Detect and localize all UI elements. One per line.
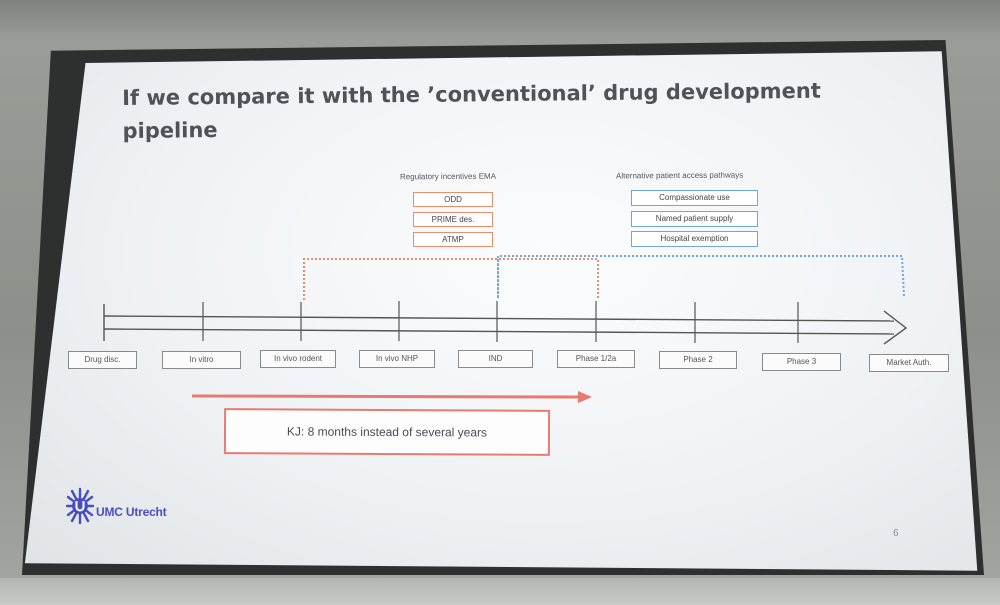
timeline-arrowhead — [883, 310, 908, 345]
stage-market-authorisation: Market Auth. — [869, 354, 949, 372]
page-number: 6 — [893, 528, 899, 539]
access-compassionate-use: Compassionate use — [631, 190, 758, 206]
regulatory-bracket — [303, 258, 599, 300]
access-hospital-exemption: Hospital exemption — [631, 231, 758, 247]
room-floor — [0, 578, 1000, 605]
stage-phase-3: Phase 3 — [762, 353, 841, 371]
progress-arrow-line — [191, 394, 579, 399]
room-ceiling — [0, 0, 1000, 40]
timeline-line-top — [103, 315, 895, 322]
incentive-atmp: ATMP — [413, 232, 493, 247]
progress-arrow-head — [578, 391, 592, 403]
umc-logo-text: UMC Utrecht — [96, 505, 167, 519]
stage-ind: IND — [458, 350, 533, 368]
timeline-line-bottom — [103, 328, 895, 335]
umc-logo-icon — [66, 487, 94, 525]
access-named-patient-supply: Named patient supply — [631, 211, 758, 227]
access-bracket — [497, 255, 905, 298]
stage-phase-1-2a: Phase 1/2a — [557, 350, 635, 368]
stage-in-vivo-rodent: In vivo rodent — [260, 350, 336, 368]
stage-in-vivo-nhp: In vivo NHP — [359, 350, 435, 368]
pipeline-diagram — [103, 255, 908, 403]
projection-screen: If we compare it with the ’conventional’… — [24, 51, 978, 571]
stage-in-vitro: In vitro — [162, 351, 241, 369]
stage-drug-discovery: Drug disc. — [68, 351, 137, 369]
kj-callout: KJ: 8 months instead of several years — [223, 408, 551, 456]
stage-phase-2: Phase 2 — [659, 351, 737, 369]
incentive-prime: PRIME des. — [413, 212, 493, 227]
incentive-odd: ODD — [413, 192, 493, 207]
